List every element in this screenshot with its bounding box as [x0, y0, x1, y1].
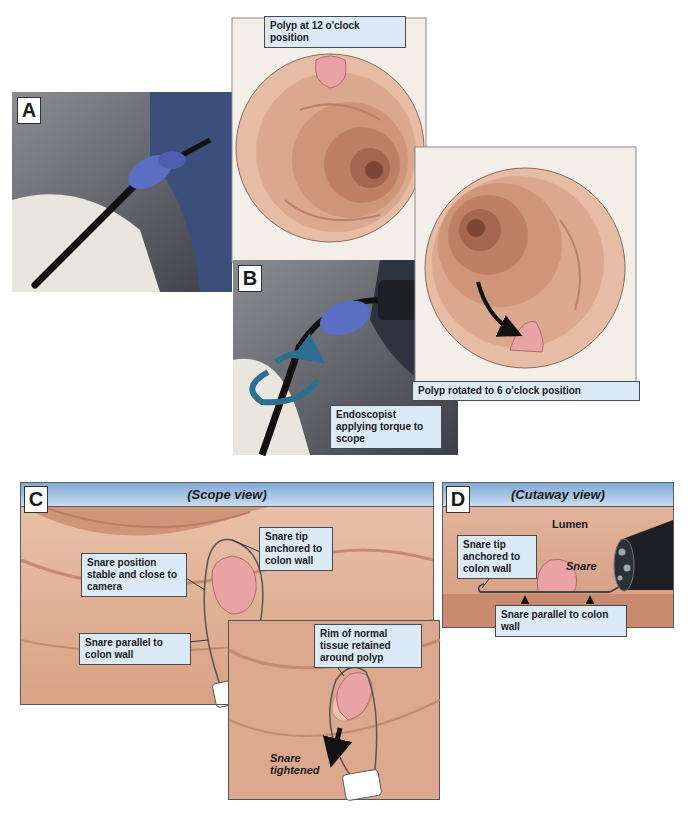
- panel-header: (Cutaway view): [443, 483, 673, 507]
- snare-callout: Snare parallel to colon wall: [495, 605, 627, 637]
- part-label: Snare: [566, 560, 597, 572]
- action-label: Snare tightened: [270, 752, 328, 776]
- callout-text: Snare tip anchored to colon wall: [265, 531, 327, 567]
- callout-text: Polyp rotated to 6 o'clock position: [418, 385, 634, 397]
- panel-letter: D: [446, 486, 470, 513]
- callout-text: Endoscopist applying torque to scope: [336, 409, 436, 445]
- callout-text: Snare parallel to colon wall: [501, 609, 621, 633]
- callout-text: Snare tip anchored to colon wall: [463, 539, 531, 575]
- callout-text: Snare position stable and close to camer…: [87, 557, 181, 593]
- callout-text: Snare parallel to colon wall: [85, 637, 185, 661]
- action-callout: Endoscopist applying torque to scope: [330, 405, 442, 449]
- position-callout: Polyp rotated to 6 o'clock position: [412, 381, 640, 401]
- panel-letter: B: [238, 265, 262, 292]
- snare-callout: Snare tip anchored to colon wall: [457, 535, 537, 579]
- cutaway-view-panel: (Cutaway view) Snare tip anchored to colo…: [442, 482, 674, 628]
- region-label: Lumen: [552, 518, 588, 530]
- panel-letter: A: [17, 97, 41, 124]
- snare-callout: Snare parallel to colon wall: [79, 633, 191, 665]
- callout-text: Polyp at 12 o'clock position: [270, 20, 400, 44]
- panel-letter: C: [24, 486, 48, 513]
- tissue-callout: Rim of normal tissue retained around pol…: [314, 624, 422, 668]
- snare-callout: Snare tip anchored to colon wall: [259, 527, 333, 571]
- panel-header: (Scope view): [21, 483, 433, 507]
- callout-text: Rim of normal tissue retained around pol…: [320, 628, 416, 664]
- snare-callout: Snare position stable and close to camer…: [81, 553, 187, 597]
- position-callout: Polyp at 12 o'clock position: [264, 16, 406, 48]
